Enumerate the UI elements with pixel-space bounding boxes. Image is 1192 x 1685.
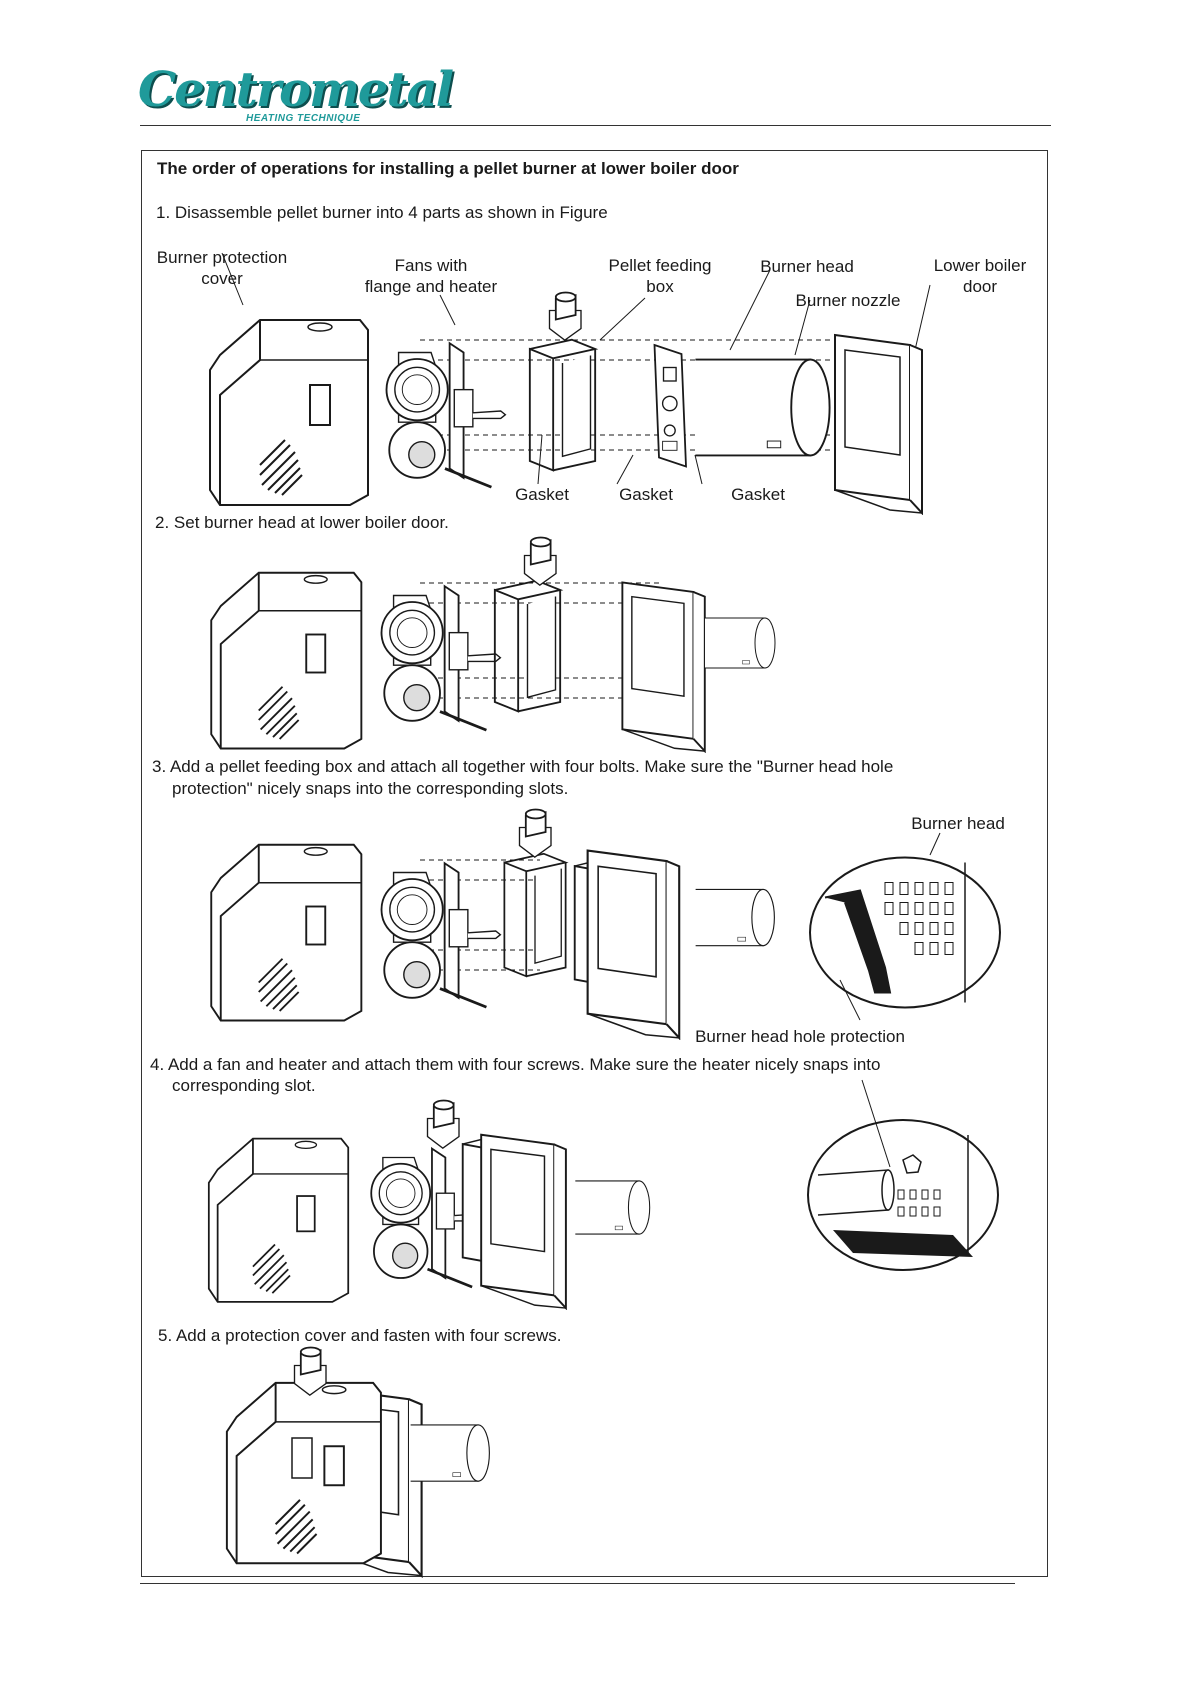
head-drawing-5 <box>409 1423 491 1483</box>
gasket-frame-drawing <box>528 338 597 472</box>
step-2-text: 2. Set burner head at lower boiler door. <box>155 513 449 532</box>
zoom-hole-protection-drawing <box>808 856 1002 1009</box>
label-burner-head: Burner head <box>760 257 854 276</box>
door-drawing-2 <box>621 581 706 753</box>
label-burner-head-zoom: Burner head <box>911 814 1005 833</box>
step-3-text-line1: 3. Add a pellet feeding box and attach a… <box>152 757 894 776</box>
label-gasket-3: Gasket <box>731 485 785 504</box>
door-drawing-4 <box>480 1133 567 1310</box>
figure-1-exploded-burner <box>209 240 1040 514</box>
step-4-text-line2: corresponding slot. <box>172 1076 316 1095</box>
label-gasket-2: Gasket <box>619 485 673 504</box>
cover-drawing-3 <box>210 843 363 1022</box>
head-drawing-3 <box>694 888 776 947</box>
content-frame <box>141 150 1048 1577</box>
tube-drawing-4 <box>426 1099 460 1150</box>
step-1-text: 1. Disassemble pellet burner into 4 part… <box>156 203 608 222</box>
step-3-text-line2: protection" nicely snaps into the corres… <box>172 779 569 798</box>
fans-drawing-3 <box>380 861 502 1009</box>
step-4-text-line1: 4. Add a fan and heater and attach them … <box>150 1055 881 1074</box>
zoom-heater-slot-drawing <box>807 1119 999 1271</box>
cover-drawing-2 <box>210 571 363 750</box>
label-gasket-1: Gasket <box>515 485 569 504</box>
figure-4-fan-heater-assembly <box>207 1075 999 1310</box>
frame-drawing-3 <box>503 852 567 978</box>
logo-wordmark: Centrometal <box>138 62 454 118</box>
step-5-text: 5. Add a protection cover and fasten wit… <box>158 1326 562 1345</box>
burner-head-drawing <box>694 358 831 457</box>
fans-drawing-2 <box>380 584 502 732</box>
label-burner-nozzle: Burner nozzle <box>795 291 901 310</box>
burner-protection-cover-drawing <box>209 319 369 506</box>
feeding-tube-drawing <box>548 291 582 342</box>
document-title: The order of operations for installing a… <box>157 159 739 178</box>
cover-drawing-4 <box>207 1137 350 1303</box>
footer-divider <box>140 1583 1015 1584</box>
logo-tagline: HEATING TECHNIQUE <box>246 113 361 124</box>
figure-3-feeding-box-assembly <box>210 808 1002 1039</box>
door-drawing-3 <box>586 849 681 1039</box>
figure-2-burner-head-on-door <box>210 536 776 753</box>
head-drawing-4 <box>574 1180 651 1235</box>
tube-drawing-3 <box>518 808 552 859</box>
head-drawing-2 <box>704 617 776 669</box>
figure-5-complete-assembly <box>225 1346 491 1577</box>
boiler-door-drawing <box>834 334 923 514</box>
fans-drawing <box>385 341 507 489</box>
tube-drawing-2 <box>523 536 557 587</box>
label-burner-head-hole-protection: Burner head hole protection <box>695 1027 905 1046</box>
plate-drawing <box>653 344 687 468</box>
brand-logo: Centrometal HEATING TECHNIQUE <box>138 66 454 126</box>
frame-drawing-2 <box>493 579 562 713</box>
header-divider <box>140 125 1051 126</box>
